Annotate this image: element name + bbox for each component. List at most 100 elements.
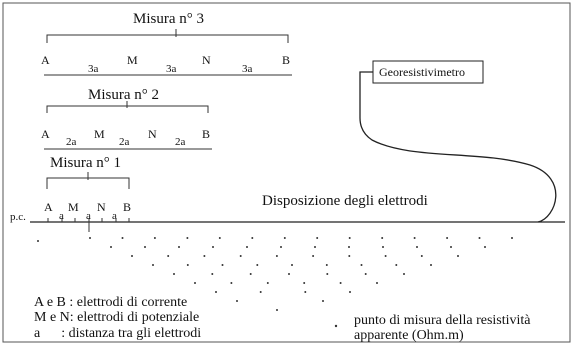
measure-1-spacing-2: a [86,210,91,222]
measurement-point [450,246,452,248]
measurement-point [291,264,293,266]
measure-3-spacing-2: 3a [166,63,177,75]
measurement-point [360,264,363,266]
measurement-point [194,282,196,284]
measurement-point [259,291,262,293]
measurement-point [236,300,238,302]
measurement-point [316,237,319,239]
measure-1-spacing-3: a [112,210,117,222]
measurement-point [416,246,418,248]
measure-3-bracket [46,34,289,43]
measurement-point [249,273,252,275]
measurement-point [348,255,351,257]
measurement-points [37,237,513,311]
measurement-point [167,255,170,257]
measurement-point [178,246,180,248]
measurement-point [37,240,39,242]
measurement-point [511,237,513,239]
measure-2-label-n: N [148,127,157,141]
measurement-point [381,237,384,239]
instrument-cable [359,71,557,223]
measurement-point [186,264,189,266]
measurement-point [144,246,146,248]
measurement-point [276,309,278,311]
measurement-point [303,282,306,284]
measurement-point [212,246,214,248]
measurement-point [376,282,378,284]
measurement-point [251,237,254,239]
measure-1-label-n: N [97,200,106,214]
measurement-point [280,246,282,248]
measurement-point [266,282,269,284]
measure-2-spacing-2: 2a [119,136,130,148]
measurement-point [395,264,398,266]
measurement-point [218,237,221,239]
measure-3-label-a: A [41,53,50,67]
measurement-point [339,282,342,284]
measurement-point [457,255,459,257]
legend-point-line-2: apparente (Ohm.m) [354,328,464,343]
measurement-point [121,237,124,239]
measurement-point [211,273,214,275]
measurement-point [221,264,224,266]
measurement-point [131,255,133,257]
layout-title: Disposizione degli elettrodi [262,193,428,209]
measurement-point [403,273,405,275]
instrument-label: Georesistivimetro [379,65,465,79]
measure-1-title: Misura n° 1 [50,155,121,171]
measure-2-label-b: B [202,127,210,141]
measurement-point [326,273,329,275]
measurement-point [349,291,351,293]
measurement-point [446,237,449,239]
measurement-point [312,255,315,257]
measurement-point [283,237,286,239]
measure-2-spacing-1: 2a [66,136,77,148]
legend-line-2: M e N: elettrodi di potenziale [34,310,199,325]
measurement-point [203,255,206,257]
measurement-point [89,237,91,239]
legend-point-icon [334,324,338,328]
measurement-point [110,246,112,248]
measurement-point [382,246,384,248]
measurement-point [430,264,432,266]
measurement-point [230,282,233,284]
measure-2-label-a: A [41,127,50,141]
measurement-point [413,237,416,239]
legend-line-3: a : distanza tra gli elettrodi [34,326,201,341]
measure-2-label-m: M [94,127,105,141]
measurement-point [239,255,242,257]
ground-label: p.c. [10,211,26,223]
legend-point-line-1: punto di misura della resistività [354,313,531,328]
measurement-point [153,237,156,239]
measurement-point [288,273,290,275]
measure-1-label-b: B [123,200,131,214]
measure-3-spacing-3: 3a [242,63,253,75]
measurement-point [186,237,189,239]
measurement-point [304,291,307,293]
legend-line-1: A e B : elettrodi di corrente [34,295,187,310]
measure-1-spacing-1: a [59,210,64,222]
measurement-point [478,237,481,239]
measurement-point [420,255,423,257]
measurement-point [484,246,486,248]
measurement-point [348,237,351,239]
measure-3-label-b: B [282,53,290,67]
measure-3-label-m: M [127,53,138,67]
measurement-point [173,273,175,275]
ground-ticks [47,218,130,222]
measure-1-label-a: A [44,200,53,214]
measure-3-title: Misura n° 3 [133,11,204,27]
measurement-point [348,246,350,248]
measurement-point [215,291,217,293]
measurement-point [275,255,278,257]
measurement-point [384,255,387,257]
measure-3-spacing-1: 3a [88,63,99,75]
measure-2-spacing-3: 2a [175,136,186,148]
measurement-point [246,246,248,248]
measure-1-label-m: M [68,200,79,214]
measurement-point [364,273,367,275]
measurement-point [256,264,259,266]
measurement-point [322,300,324,302]
